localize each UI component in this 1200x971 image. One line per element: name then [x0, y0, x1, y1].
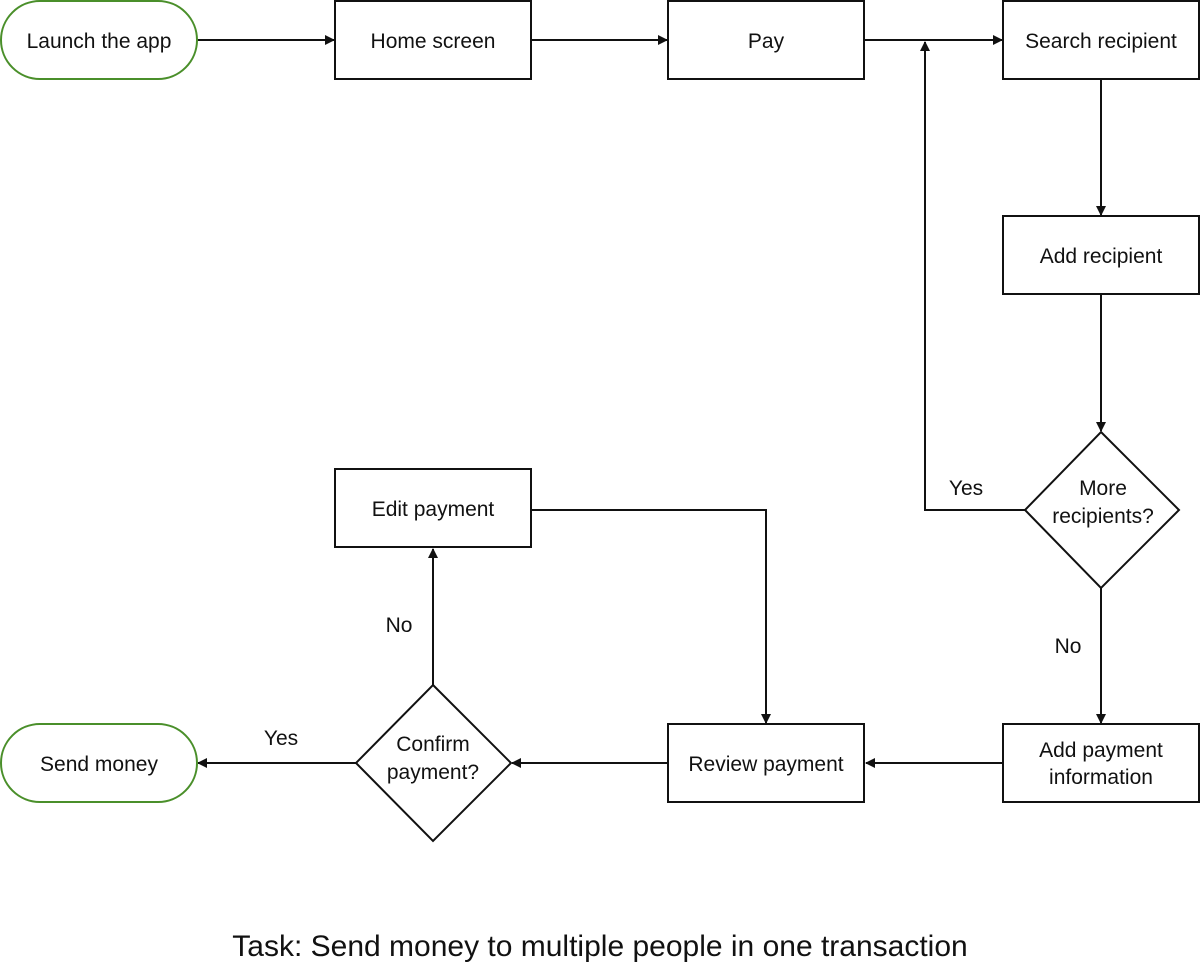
decision-diamond [1023, 430, 1181, 590]
node-label: Pay [748, 30, 785, 53]
node-label: Home screen [371, 30, 496, 53]
node-pay: Pay [667, 0, 865, 80]
node-launch-the-app: Launch the app [0, 0, 198, 80]
node-add-payment-information: Add payment information [1002, 723, 1200, 803]
node-label-line1: Add payment [1039, 739, 1163, 762]
node-search-recipient: Search recipient [1002, 0, 1200, 80]
edge-label-more-yes: Yes [949, 477, 983, 500]
node-label: Launch the app [27, 30, 172, 53]
diagram-caption: Task: Send money to multiple people in o… [232, 930, 968, 963]
edge-more-yes-loop [920, 41, 1025, 511]
process-box [1002, 0, 1200, 80]
node-confirm-payment-decision: Confirm payment? [354, 683, 513, 843]
process-box [1002, 215, 1200, 295]
process-box [334, 0, 532, 80]
node-label-line2: recipients? [1052, 505, 1154, 528]
node-label-line2: payment? [387, 761, 479, 784]
node-label: Review payment [688, 753, 843, 776]
node-label-line1: Confirm [396, 733, 470, 756]
node-more-recipients-decision: More recipients? [1023, 430, 1181, 590]
node-home-screen: Home screen [334, 0, 532, 80]
terminal-shape [0, 723, 198, 803]
edges [197, 35, 1106, 768]
decision-diamond [354, 683, 513, 843]
node-add-recipient: Add recipient [1002, 215, 1200, 295]
node-label: Send money [40, 753, 158, 776]
edge-edit-to-review [531, 509, 771, 724]
terminal-shape [0, 0, 198, 80]
process-box [334, 468, 532, 548]
node-review-payment: Review payment [667, 723, 865, 803]
node-send-money: Send money [0, 723, 198, 803]
node-label: Add recipient [1040, 245, 1163, 268]
node-edit-payment: Edit payment [334, 468, 532, 548]
edge-label-confirm-no: No [386, 614, 413, 637]
process-box [667, 0, 865, 80]
node-label: Search recipient [1025, 30, 1177, 53]
process-box [667, 723, 865, 803]
edge-label-confirm-yes: Yes [264, 727, 298, 750]
process-box [1002, 723, 1200, 803]
edge-label-more-no: No [1055, 635, 1082, 658]
node-label-line2: information [1049, 766, 1153, 789]
node-label-line1: More [1079, 477, 1127, 500]
node-label: Edit payment [372, 498, 495, 521]
